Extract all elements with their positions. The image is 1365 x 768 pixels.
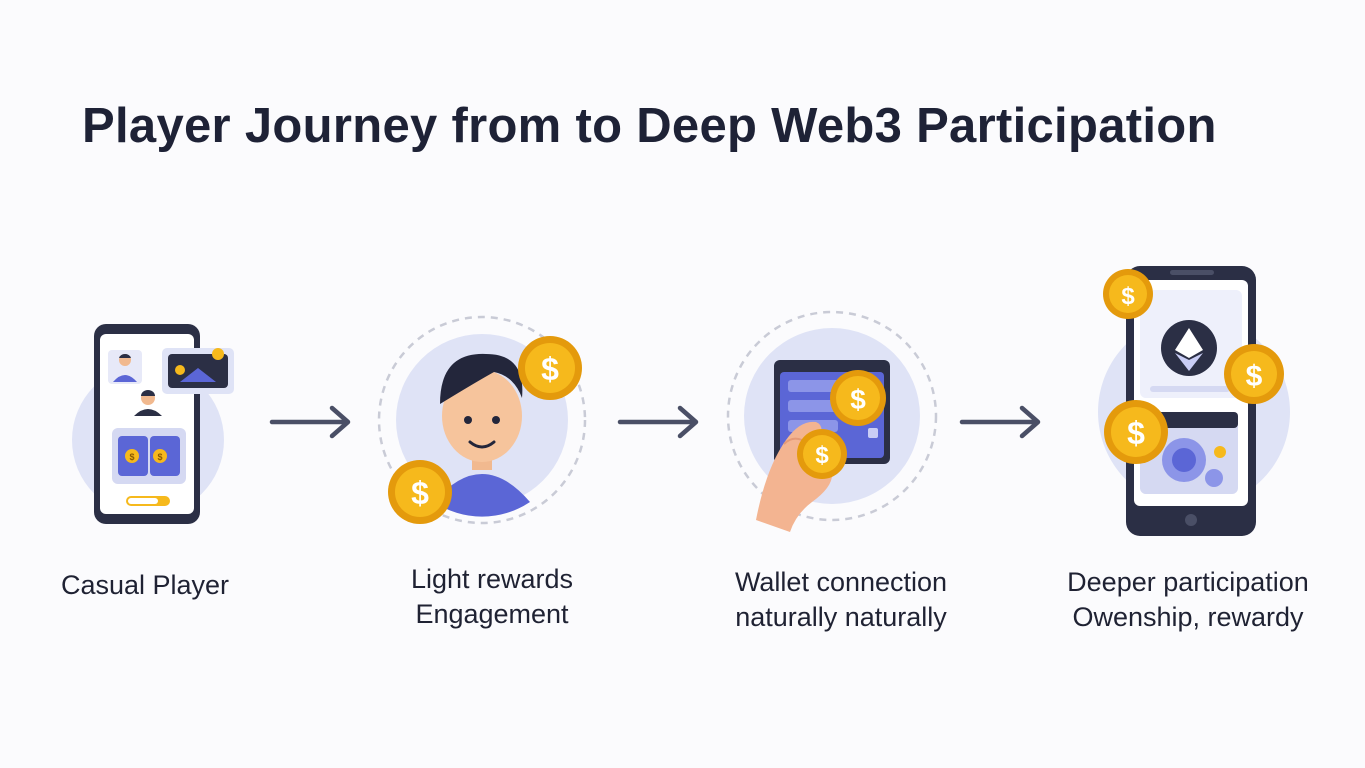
svg-text:$: $	[157, 452, 162, 462]
coin-icon: $	[1104, 400, 1168, 464]
player-avatar-icon: $ $	[377, 315, 587, 525]
svg-text:$: $	[1246, 360, 1263, 393]
step-2-line-1: Light rewards	[410, 564, 574, 594]
page-title: Player Journey from to Deep Web3 Partici…	[82, 99, 1217, 153]
svg-text:$: $	[815, 442, 829, 469]
svg-text:$: $	[129, 452, 134, 462]
step-3-line-1: Wallet connection	[734, 567, 948, 597]
coin-icon: $	[797, 429, 847, 479]
svg-text:$: $	[411, 475, 429, 511]
step-1-line-1: Casual Player	[60, 570, 230, 600]
step-2-illustration: $ $	[372, 312, 602, 532]
step-4-line-2: Owenship, rewardy	[1072, 602, 1304, 632]
step-4-illustration: $ $ $	[1094, 262, 1294, 542]
svg-text:$: $	[850, 384, 866, 415]
step-3-line-2: naturally naturally	[735, 602, 947, 632]
step-4-caption: Deeper participation Owenship, rewardy	[1048, 565, 1328, 635]
step-1-caption: Casual Player	[40, 568, 250, 603]
step-2-line-2: Engagement	[415, 599, 569, 629]
arrow-right-icon	[958, 404, 1046, 440]
arrow-right-icon	[616, 404, 704, 440]
svg-text:$: $	[1121, 283, 1135, 310]
step-1-illustration: $ $	[60, 310, 250, 540]
phone-game-icon: $ $	[72, 324, 234, 524]
svg-text:$: $	[1127, 415, 1145, 451]
step-3-illustration: $ $	[722, 306, 952, 536]
coin-icon: $	[388, 460, 452, 524]
coin-icon: $	[830, 370, 886, 426]
coin-icon: $	[1103, 269, 1153, 319]
step-2-caption: Light rewards Engagement	[370, 562, 614, 632]
arrow-right-icon	[268, 404, 356, 440]
coin-icon: $	[518, 336, 582, 400]
wallet-card-icon: $ $	[726, 310, 938, 532]
coin-icon: $	[1224, 344, 1284, 404]
svg-text:$: $	[541, 351, 559, 387]
step-3-caption: Wallet connection naturally naturally	[706, 565, 976, 635]
step-4-line-1: Deeper participation	[1067, 567, 1309, 597]
ethereum-phone-icon: $ $ $	[1098, 266, 1290, 536]
